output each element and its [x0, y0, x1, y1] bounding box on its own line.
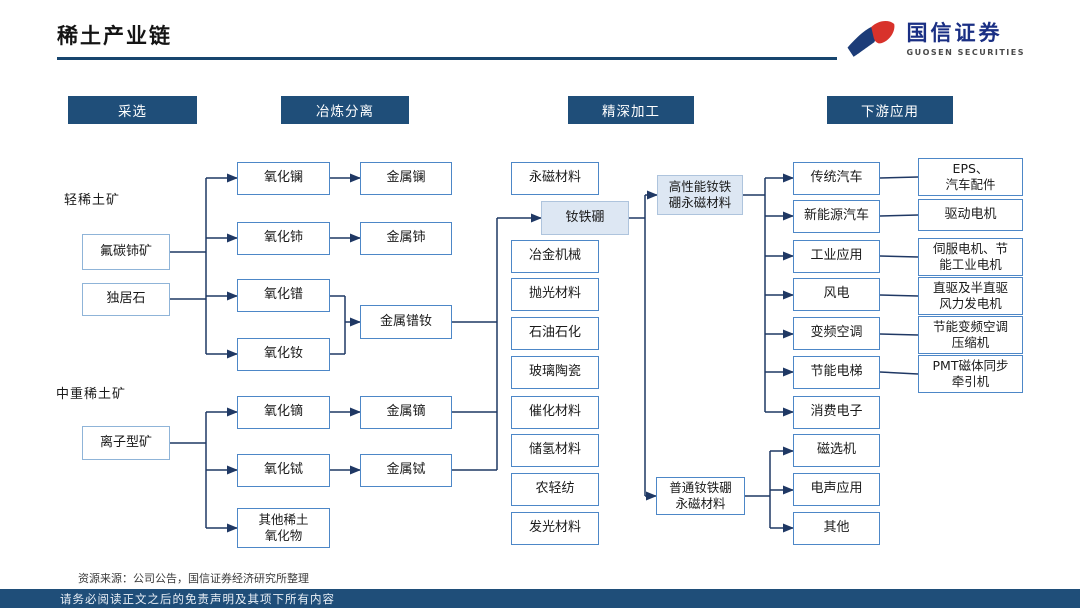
flow-node: PMT磁体同步 牵引机 — [918, 355, 1023, 393]
flow-node: 其他稀土 氧化物 — [237, 508, 330, 548]
connector-line — [879, 255, 919, 258]
connector-line — [879, 371, 919, 375]
group-label: 轻稀土矿 — [64, 193, 121, 208]
flow-node: 永磁材料 — [511, 162, 599, 195]
flow-node: 传统汽车 — [793, 162, 880, 195]
flow-node: 工业应用 — [793, 240, 880, 273]
flow-node: 直驱及半直驱 风力发电机 — [918, 277, 1023, 315]
flow-node: 石油石化 — [511, 317, 599, 350]
source-note: 资源来源：公司公告，国信证券经济研究所整理 — [78, 572, 309, 585]
flow-node: EPS、 汽车配件 — [918, 158, 1023, 196]
flow-node: 普通钕铁硼 永磁材料 — [656, 477, 745, 515]
brand-logo: 国信证券 GUOSEN SECURITIES — [846, 18, 1025, 62]
flow-node: 金属镧 — [360, 162, 452, 195]
stage-header: 采选 — [68, 96, 197, 124]
flow-node: 离子型矿 — [82, 426, 170, 460]
guosen-logo-icon — [847, 20, 894, 57]
flow-node: 金属镝 — [360, 396, 452, 429]
flow-node: 磁选机 — [793, 434, 880, 467]
flow-node: 其他 — [793, 512, 880, 545]
group-label: 中重稀土矿 — [56, 387, 127, 402]
connector-line — [879, 333, 919, 336]
flow-node: 风电 — [793, 278, 880, 311]
flow-node: 驱动电机 — [918, 199, 1023, 231]
title-underline — [57, 57, 837, 60]
flow-node: 氧化镨 — [237, 279, 330, 312]
flow-node: 发光材料 — [511, 512, 599, 545]
brand-text: 国信证券 GUOSEN SECURITIES — [906, 21, 1025, 58]
flow-node: 节能电梯 — [793, 356, 880, 389]
stage-header: 冶炼分离 — [281, 96, 409, 124]
flow-node: 储氢材料 — [511, 434, 599, 467]
brand-name-cn: 国信证券 — [906, 21, 1003, 45]
flow-node: 抛光材料 — [511, 278, 599, 311]
brand-name-en: GUOSEN SECURITIES — [906, 48, 1025, 57]
flow-node: 消费电子 — [793, 396, 880, 429]
connector-line — [879, 176, 919, 179]
footer-disclaimer-bar: 请务必阅读正文之后的免责声明及其项下所有内容 — [0, 589, 1080, 608]
connector-line — [879, 214, 919, 217]
flow-node: 变频空调 — [793, 317, 880, 350]
flow-node: 氧化铽 — [237, 454, 330, 487]
footer-disclaimer-text: 请务必阅读正文之后的免责声明及其项下所有内容 — [60, 591, 335, 606]
flow-node: 节能变频空调 压缩机 — [918, 316, 1023, 354]
flow-node: 金属镨钕 — [360, 305, 452, 339]
stage-header: 下游应用 — [827, 96, 953, 124]
flow-node: 玻璃陶瓷 — [511, 356, 599, 389]
flow-node: 电声应用 — [793, 473, 880, 506]
flow-node: 氟碳铈矿 — [82, 234, 170, 270]
flow-node: 氧化镧 — [237, 162, 330, 195]
flow-node: 农轻纺 — [511, 473, 599, 506]
flow-node: 冶金机械 — [511, 240, 599, 273]
flow-node: 氧化钕 — [237, 338, 330, 371]
page-title: 稀土产业链 — [57, 24, 172, 48]
flow-node: 氧化铈 — [237, 222, 330, 255]
flow-node: 钕铁硼 — [541, 201, 629, 235]
flow-node: 催化材料 — [511, 396, 599, 429]
flow-node: 伺服电机、节 能工业电机 — [918, 238, 1023, 276]
flow-node: 金属铈 — [360, 222, 452, 255]
connector-line — [879, 294, 919, 297]
flow-node: 氧化镝 — [237, 396, 330, 429]
flow-node: 金属铽 — [360, 454, 452, 487]
flow-node: 新能源汽车 — [793, 200, 880, 233]
stage-header: 精深加工 — [568, 96, 694, 124]
flow-node: 高性能钕铁 硼永磁材料 — [657, 175, 743, 215]
flow-node: 独居石 — [82, 283, 170, 316]
